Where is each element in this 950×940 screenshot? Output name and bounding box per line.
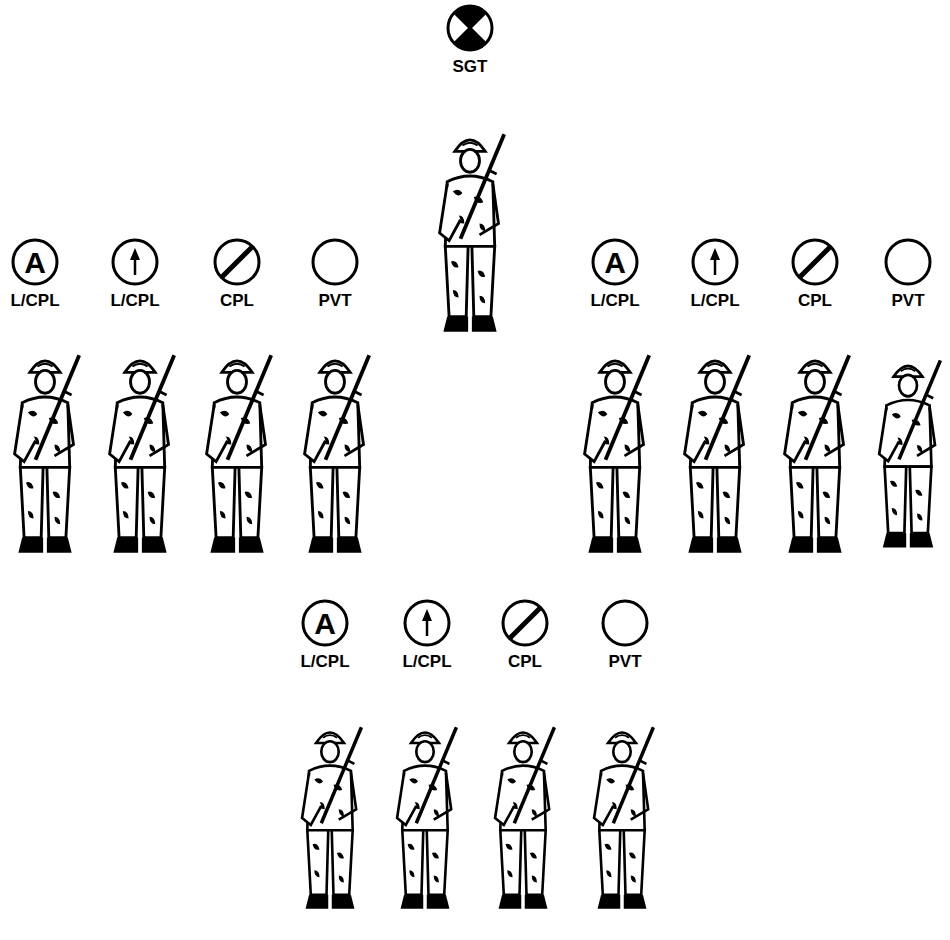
symbol-letter: A (604, 248, 626, 278)
rank-label: CPL (220, 292, 254, 311)
rank-label: SGT (453, 58, 488, 77)
rank-label: L/CPL (690, 292, 739, 311)
rank-label: L/CPL (402, 653, 451, 672)
rank-label: PVT (608, 653, 641, 672)
symbol-letter: A (314, 609, 336, 639)
soldier-figure (585, 355, 650, 553)
soldier-figure (305, 355, 370, 553)
rank-label: L/CPL (10, 292, 59, 311)
rank-symbol: PVT (866, 236, 950, 312)
rank-label: CPL (508, 653, 542, 672)
rank-symbol: CPL (773, 236, 857, 312)
rank-label: L/CPL (300, 653, 349, 672)
rank-symbol: A L/CPL (573, 236, 657, 312)
soldier-figure (785, 355, 850, 553)
soldier-figure (879, 360, 940, 547)
soldier-figure (440, 134, 505, 332)
soldier-figure (397, 727, 456, 909)
rank-symbol: CPL (195, 236, 279, 312)
soldier-figure (15, 355, 80, 553)
rank-symbol: L/CPL (385, 597, 469, 673)
rank-symbol: PVT (293, 236, 377, 312)
soldier-figure (685, 355, 750, 553)
rank-label: L/CPL (110, 292, 159, 311)
soldier-figure (495, 727, 554, 909)
rank-label: L/CPL (590, 292, 639, 311)
rank-label: PVT (891, 292, 924, 311)
rank-label: PVT (318, 292, 351, 311)
rank-symbol: A L/CPL (0, 236, 77, 312)
rank-symbol: SGT (428, 2, 512, 78)
rank-label: CPL (798, 292, 832, 311)
rank-symbol: PVT (583, 597, 667, 673)
rank-symbol: L/CPL (93, 236, 177, 312)
symbol-letter: A (24, 248, 46, 278)
rank-symbol: CPL (483, 597, 567, 673)
soldier-figure (110, 355, 175, 553)
rank-symbol: A L/CPL (283, 597, 367, 673)
soldier-figure (207, 355, 272, 553)
rank-symbol: L/CPL (673, 236, 757, 312)
soldier-figure (594, 727, 653, 909)
soldier-figure (302, 727, 361, 909)
